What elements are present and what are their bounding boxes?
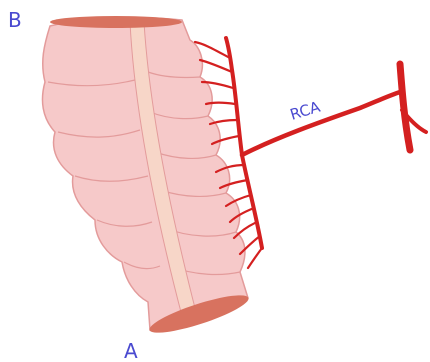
colon-segment bbox=[42, 16, 251, 340]
label-end-b: B bbox=[8, 8, 22, 32]
marginal-artery-lower bbox=[242, 155, 262, 248]
rca-trunk bbox=[242, 92, 400, 155]
label-end-a: A bbox=[124, 339, 138, 362]
label-rca: RCA bbox=[288, 98, 323, 124]
parent-vessel bbox=[400, 64, 410, 150]
colon-end-b bbox=[50, 16, 182, 28]
